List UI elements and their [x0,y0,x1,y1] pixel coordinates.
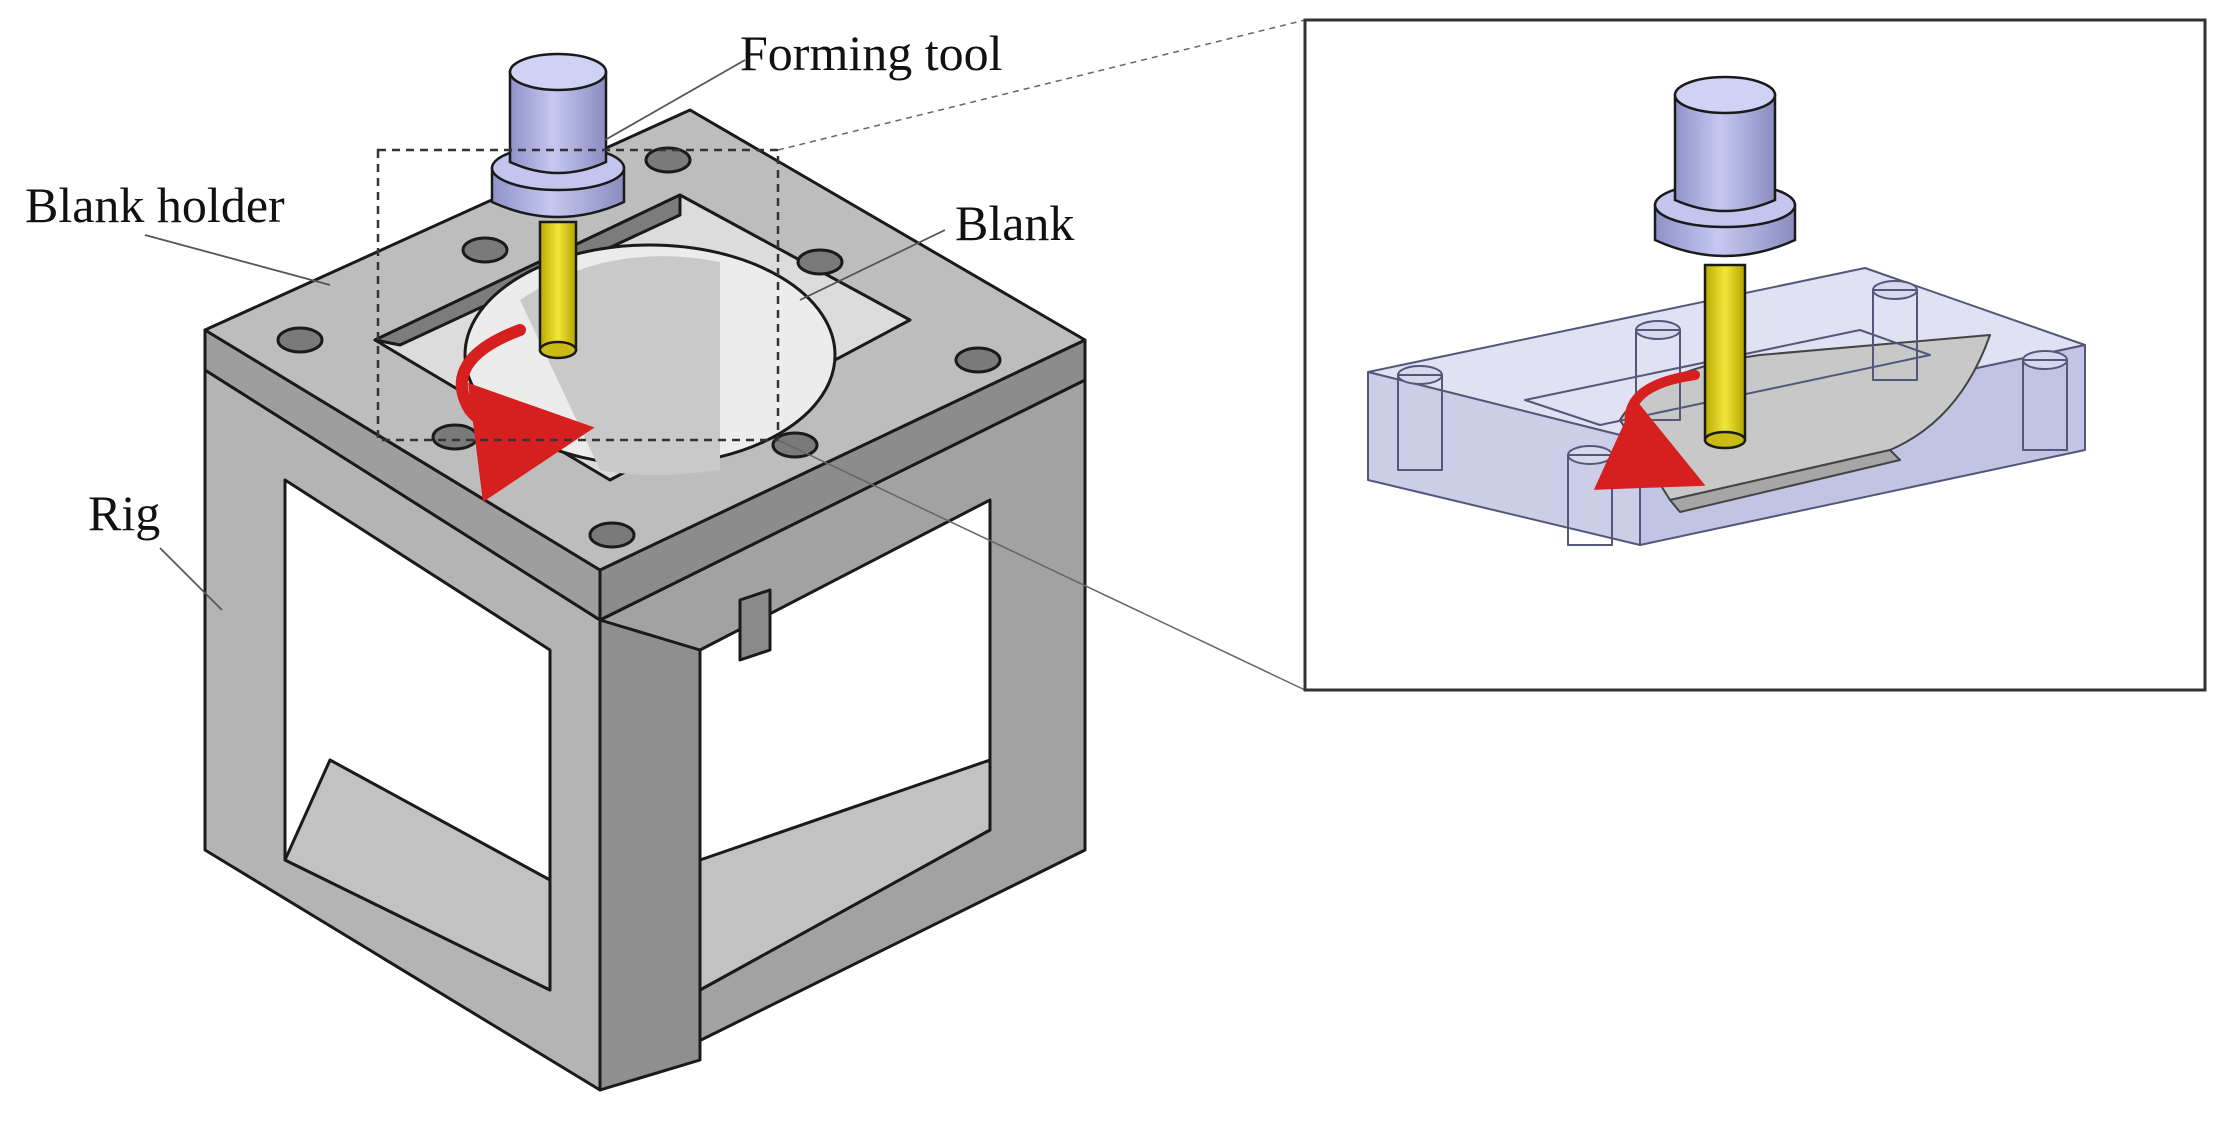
inset-forming-tool [1653,75,1797,450]
block-bolt [1397,374,1443,471]
inset-tool-head-top [1673,75,1777,115]
inset-tool-shank [1703,263,1747,442]
bolt-hole [276,326,324,354]
tool-head-top [508,52,608,92]
label-rig: Rig [88,485,160,541]
blank-holder-opening-inner-wall [373,193,682,347]
leader-blank-holder [144,234,331,286]
label-blank-holder: Blank holder [25,177,285,233]
inset-tool-head [1673,93,1777,213]
rig-left-window-floor [283,758,552,992]
rig [203,368,1087,1092]
bolt-hole [954,346,1002,374]
curved-arrow-icon [1593,370,1706,490]
inset-tool-tip [1703,430,1747,450]
tool-shank [538,220,578,352]
forming-tool [490,52,626,360]
bolt-hole [431,423,479,451]
leader-blank [799,229,946,301]
label-blank: Blank [955,195,1074,251]
block-bolt [2022,359,2068,451]
block-rim [1524,329,1931,426]
zoom-connector-top [777,19,1306,151]
leader-forming-tool [604,59,746,141]
bolt-hole [644,146,692,174]
bolt-hole [588,521,636,549]
block-bolt [1872,289,1918,381]
zoom-region [376,148,780,442]
bolt-hole [796,248,844,276]
bolt-hole [771,431,819,459]
callout-leaders [144,59,946,611]
bolt-holes [276,146,1002,549]
bolt-hole [461,236,509,264]
detail-inset [1303,18,2207,692]
rig-corner-post [598,618,702,1092]
zoom-connector-bottom [777,439,1306,691]
leader-rig [159,547,223,611]
curved-arrow-icon [455,324,595,502]
tool-head [508,70,608,175]
rig-back-post [738,588,772,662]
block-bolt [1567,454,1613,546]
label-forming-tool: Forming tool [740,25,1003,81]
block-cavity-floor [1669,449,1901,513]
tool-tip [538,340,578,360]
